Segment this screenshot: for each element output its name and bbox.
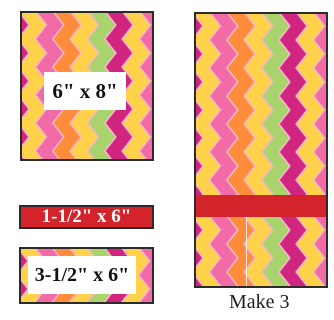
make-count-caption: Make 3 [229, 291, 290, 313]
assembled-block-red-strip [194, 195, 328, 217]
assembled-block-top [194, 12, 328, 196]
chevron-stripe [123, 11, 150, 161]
chevron-stripe [210, 216, 237, 288]
chevron-stripe [314, 216, 328, 288]
assembled-block-seam [246, 216, 247, 288]
assembled-block-bottom [194, 216, 328, 288]
chevron-stripe [194, 216, 220, 288]
chevron-stripe [227, 216, 255, 288]
chevron-stripe [140, 11, 154, 161]
chevron-stripe [194, 12, 220, 196]
chevron-fabric-pattern [194, 12, 328, 196]
chevron-stripe [279, 12, 307, 196]
piece-3-5x6-label: 3-1/2" x 6" [28, 256, 136, 294]
chevron-fabric-pattern [194, 216, 328, 288]
chevron-stripe [262, 12, 289, 196]
chevron-stripe [139, 247, 154, 304]
chevron-stripe [279, 216, 307, 288]
strip-1-5x6-label: 1-1/2" x 6" [41, 206, 132, 227]
chevron-stripe [262, 216, 289, 288]
chevron-stripe [245, 216, 272, 288]
piece-6x8-label: 6" x 8" [44, 72, 126, 110]
chevron-stripe [20, 11, 46, 161]
chevron-stripe [19, 247, 45, 304]
chevron-stripe [297, 12, 324, 196]
chevron-stripe [297, 216, 324, 288]
strip-1-5x6: 1-1/2" x 6" [19, 205, 154, 229]
chevron-stripe [210, 12, 237, 196]
chevron-stripe [245, 12, 272, 196]
chevron-stripe [227, 12, 255, 196]
